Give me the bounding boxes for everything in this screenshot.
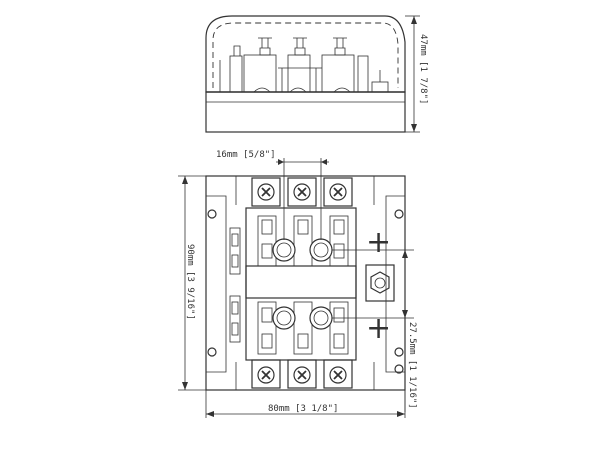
side-view-hidden-outline (212, 22, 399, 88)
screw-icon (257, 183, 275, 201)
terminal-body (243, 54, 277, 93)
top-screw-terminals (251, 177, 353, 207)
terminal-body (357, 55, 369, 93)
arrow-right-icon (397, 411, 405, 417)
terminal-body (229, 55, 243, 93)
screw-icon (329, 183, 347, 201)
positive-symbol-bottom: + (366, 311, 391, 346)
width-dimension: 80mm [3 1/8"] (205, 390, 406, 418)
screw-cross-icon (333, 370, 343, 380)
pitch-dimension-label: 16mm [5/8"] (216, 150, 276, 160)
mounting-hole (394, 347, 404, 357)
terminal-post (233, 45, 241, 56)
side-view-base (205, 91, 406, 133)
fuse-slot (293, 301, 313, 355)
screw-heads (253, 87, 351, 93)
arrow-left-icon (321, 159, 327, 165)
fuse-socket (309, 306, 333, 330)
fuse-slot (329, 301, 349, 355)
mounting-hole (394, 209, 404, 219)
fuse-blade-icon (333, 37, 347, 56)
spare-fuse-slots (229, 227, 241, 343)
width-dimension-label: 80mm [3 1/8"] (268, 404, 338, 414)
mounting-hole (394, 364, 404, 374)
bus-bar-plate (245, 265, 357, 299)
fuse-area (245, 207, 357, 361)
screw-icon (293, 183, 311, 201)
screw-icon (293, 366, 311, 384)
top-view: + + (205, 175, 406, 391)
mounting-hole (207, 347, 217, 357)
fuse-blade-icon (258, 37, 272, 56)
height-dimension: 47mm [1 7/8"] (405, 15, 428, 133)
length-dimension-label: 90mm [3 9/16"] (185, 244, 195, 320)
arrow-up-icon (411, 16, 417, 24)
base-right-rail (385, 195, 405, 373)
fuse-socket (309, 238, 333, 262)
screw-cross-icon (261, 370, 271, 380)
screw-icon (329, 366, 347, 384)
power-stud (365, 264, 395, 302)
height-dimension-label: 47mm [1 7/8"] (418, 34, 428, 104)
spare-fuse-holder (229, 295, 241, 343)
terminal-body (321, 54, 355, 93)
fuse-slot (329, 215, 349, 267)
terminal-block (251, 177, 281, 207)
screw-cross-icon (261, 187, 271, 197)
fuse-slot (257, 301, 277, 355)
side-view-cover (205, 15, 406, 93)
fuse-area-frame (245, 207, 357, 361)
arrow-right-icon (278, 159, 284, 165)
mounting-hole (207, 209, 217, 219)
screw-cross-icon (297, 187, 307, 197)
terminal-block (287, 177, 317, 207)
terminal-block (323, 177, 353, 207)
arrow-down-icon (182, 382, 188, 390)
mounting-holes (207, 209, 404, 374)
arrow-down-icon (411, 124, 417, 132)
arrow-up-icon (182, 176, 188, 184)
side-view: 47mm [1 7/8"] (205, 15, 428, 133)
pitch-dimension: 16mm [5/8"] (216, 150, 329, 240)
screw-cross-icon (333, 187, 343, 197)
terminal-body (287, 54, 311, 93)
fuse-slot (257, 215, 277, 267)
screw-cross-icon (297, 370, 307, 380)
stud-base (365, 264, 395, 302)
bottom-screw-terminals (251, 359, 353, 389)
stud-nut (371, 81, 389, 93)
arrow-up-icon (402, 250, 408, 258)
base-left-rail (206, 195, 227, 373)
fuse-socket (272, 238, 296, 262)
fuse-blade-icon (293, 37, 307, 56)
fuse-slot (293, 215, 313, 267)
stud-nut-icon (370, 271, 390, 294)
arrow-left-icon (206, 411, 214, 417)
stud-offset-dimension: 27.5mm [1 1/16"] (332, 249, 417, 412)
stud-offset-dimension-label: 27.5mm [1 1/16"] (407, 322, 417, 409)
side-view-terminals (219, 37, 389, 93)
arrow-down-icon (402, 310, 408, 318)
screw-icon (257, 366, 275, 384)
positive-symbol-top: + (366, 225, 391, 260)
length-dimension: 90mm [3 9/16"] (178, 175, 206, 391)
spare-fuse-holder (229, 227, 241, 275)
fuse-socket (272, 306, 296, 330)
